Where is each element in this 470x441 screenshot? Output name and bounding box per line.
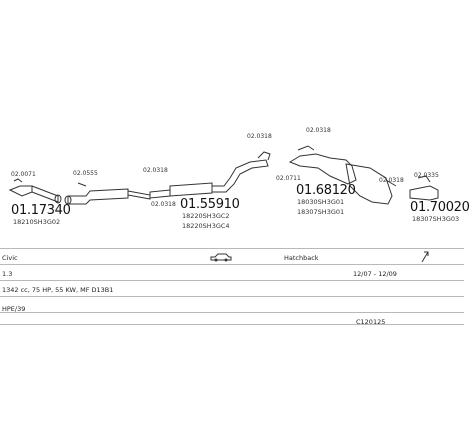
vehicle-body: Hatchback bbox=[284, 254, 319, 262]
info-row-catalog: C120125 bbox=[0, 312, 464, 329]
vehicle-specs: 1342 cc, 75 HP, 55 KW, MF D13B1 bbox=[2, 286, 114, 294]
vehicle-model: Civic bbox=[2, 254, 18, 262]
info-row-specs: 1342 cc, 75 HP, 55 KW, MF D13B1 bbox=[0, 280, 464, 297]
rear-silencer bbox=[288, 145, 397, 205]
part-oem-label: 18220SH3GC4 bbox=[182, 222, 230, 230]
part-oem-label: 18307SH3G01 bbox=[297, 208, 345, 216]
part-ref-label: 02.0318 bbox=[247, 133, 272, 140]
vehicle-engine: 1.3 bbox=[2, 270, 13, 278]
car-hatchback-icon bbox=[210, 253, 232, 262]
front-pipe bbox=[8, 178, 62, 204]
exhaust-diagram: 02.0071 01.17340 18210SH3G02 02.0555 02.… bbox=[8, 127, 470, 230]
part-code-label[interactable]: 01.55910 bbox=[180, 197, 240, 212]
vehicle-note: HPE/39 bbox=[2, 305, 26, 313]
part-code-label[interactable]: 01.70020 bbox=[410, 200, 470, 215]
exhaust-drawing bbox=[8, 145, 439, 205]
part-oem-label: 18220SH3GC2 bbox=[182, 212, 230, 220]
part-oem-label: 18210SH3G02 bbox=[13, 218, 61, 226]
middle-silencer bbox=[149, 151, 271, 199]
part-ref-label: 02.0318 bbox=[379, 177, 404, 184]
catalog-number: C120125 bbox=[356, 318, 386, 326]
info-row-note: HPE/39 bbox=[0, 300, 464, 316]
part-ref-label: 02.0711 bbox=[276, 175, 301, 182]
table-bottom-border bbox=[0, 324, 464, 325]
part-ref-label: 02.0318 bbox=[306, 127, 331, 134]
info-row-blank bbox=[0, 296, 464, 313]
info-row-engine: 1.3 12/07 - 12/09 bbox=[0, 264, 464, 281]
vehicle-years: 12/07 - 12/09 bbox=[353, 270, 397, 278]
part-ref-label: 02.0318 bbox=[143, 167, 168, 174]
part-code-label[interactable]: 01.68120 bbox=[296, 183, 356, 198]
part-ref-label: 02.0071 bbox=[11, 171, 36, 178]
direction-arrow-icon bbox=[421, 251, 429, 263]
info-row-model: Civic Hatchback bbox=[0, 248, 464, 265]
part-oem-label: 18307SH3G03 bbox=[412, 215, 460, 223]
tail-pipe bbox=[409, 175, 439, 201]
catalyst-pipe bbox=[64, 182, 151, 205]
part-ref-label: 02.0555 bbox=[73, 170, 98, 177]
part-code-label[interactable]: 01.17340 bbox=[11, 203, 71, 218]
part-ref-label: 02.0335 bbox=[414, 172, 439, 179]
part-ref-label: 02.0318 bbox=[151, 201, 176, 208]
part-oem-label: 18030SH3G01 bbox=[297, 198, 345, 206]
